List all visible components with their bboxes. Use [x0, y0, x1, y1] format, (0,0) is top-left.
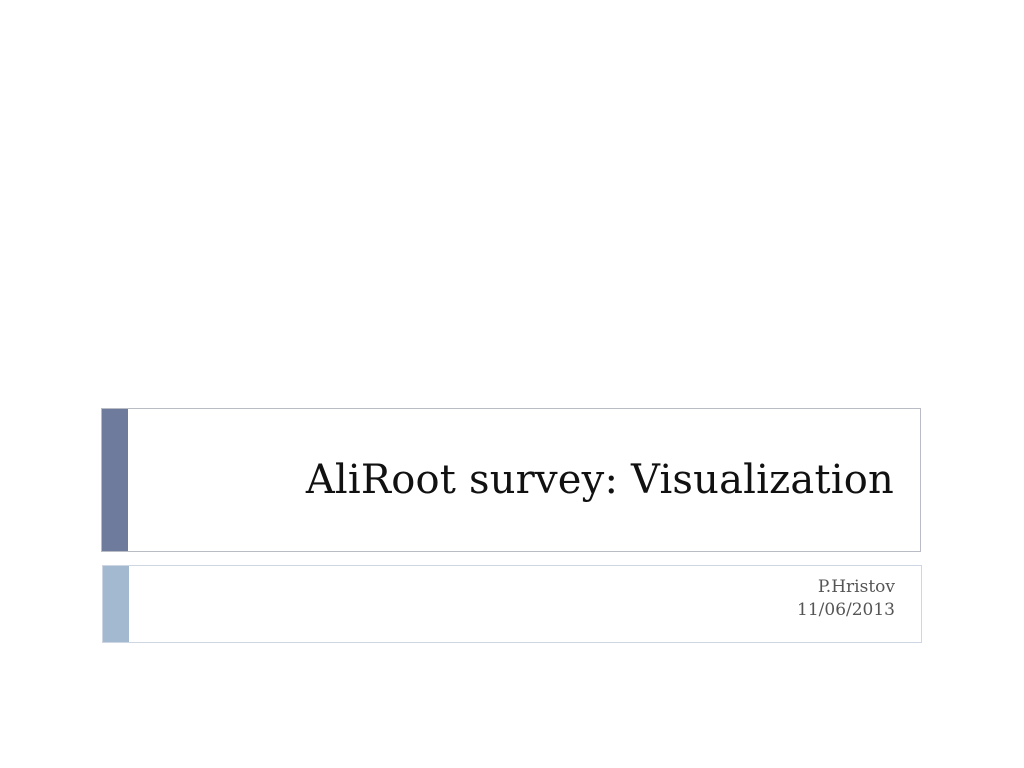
slide-title: AliRoot survey: Visualization [305, 457, 894, 503]
title-accent-bar [102, 409, 128, 551]
subtitle-accent-bar [103, 566, 129, 642]
subtitle-box: P.Hristov 11/06/2013 [102, 565, 922, 643]
presentation-date: 11/06/2013 [797, 600, 895, 620]
author-name: P.Hristov [817, 577, 895, 597]
title-box: AliRoot survey: Visualization [101, 408, 921, 552]
subtitle-text: P.Hristov 11/06/2013 [797, 576, 895, 622]
